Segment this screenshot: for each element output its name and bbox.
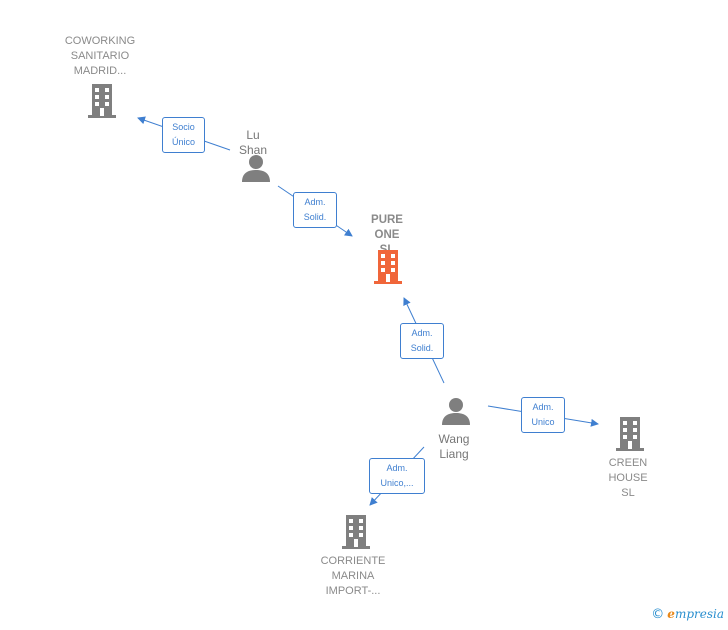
person-icon [442, 398, 470, 425]
node-creen-house-label: CREEN HOUSE SL [608, 457, 648, 499]
brand-name: mpresia [674, 607, 724, 621]
node-coworking-label: COWORKING SANITARIO MADRID... [64, 35, 136, 77]
edge-label-adm-unico-more[interactable]: Adm. Unico,... [369, 458, 425, 494]
brand-initial: e [667, 607, 675, 621]
building-icon [374, 250, 402, 284]
node-lu-shan-label: Lu Shan [238, 128, 268, 157]
node-corriente-label: CORRIENTE MARINA IMPORT-... [320, 555, 386, 597]
building-icon [342, 515, 370, 549]
person-icon [242, 155, 270, 182]
node-wang-liang-label: Wang Liang [438, 432, 470, 461]
edge-label-adm-solid[interactable]: Adm. Solid. [400, 323, 444, 359]
edge-label-adm-unico[interactable]: Adm. Unico [521, 397, 565, 433]
building-icon [616, 417, 644, 451]
copyright-icon: © [651, 607, 665, 622]
edge-label-adm-solid[interactable]: Adm. Solid. [293, 192, 337, 228]
building-icon [88, 84, 116, 118]
edge-label-socio-unico[interactable]: Socio Único [162, 117, 205, 153]
empresia-logo[interactable]: ©empresia [651, 607, 724, 622]
